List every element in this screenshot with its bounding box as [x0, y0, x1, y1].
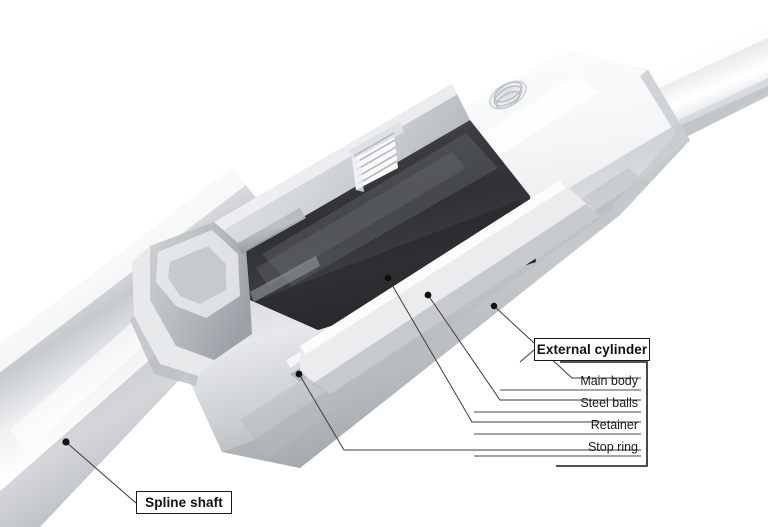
cylinder-cut-section-left [130, 84, 470, 386]
grouping-bracket [556, 361, 648, 467]
sublabel-retainer: Retainer [590, 418, 638, 432]
dot-steel-balls [424, 291, 432, 299]
cylinder-front-raceway-lip [300, 180, 600, 394]
leader-dots [62, 274, 498, 446]
leader-stop-ring [298, 373, 641, 451]
sublabel-underlines [474, 389, 641, 457]
threaded-hole-icon [489, 80, 527, 110]
sublabel-main-body: Main body [580, 374, 638, 388]
dot-spline-shaft [62, 438, 70, 446]
sublabel-stop-ring: Stop ring [587, 440, 638, 454]
sublabel-steel-balls: Steel balls [580, 396, 638, 410]
leader-retainer [387, 277, 641, 423]
callout-external-cylinder: External cylinder [534, 338, 650, 361]
dot-main-body [490, 302, 498, 310]
threaded-hole-section-icon [350, 122, 404, 192]
dot-retainer [384, 274, 392, 282]
callout-spline-shaft: Spline shaft [136, 491, 232, 514]
dot-stop-ring [295, 370, 303, 378]
leader-external-cylinder [519, 349, 535, 363]
leader-main-body [493, 305, 641, 379]
leader-lines [65, 277, 641, 504]
leader-spline-shaft [65, 441, 137, 504]
leader-steel-balls [427, 294, 641, 401]
